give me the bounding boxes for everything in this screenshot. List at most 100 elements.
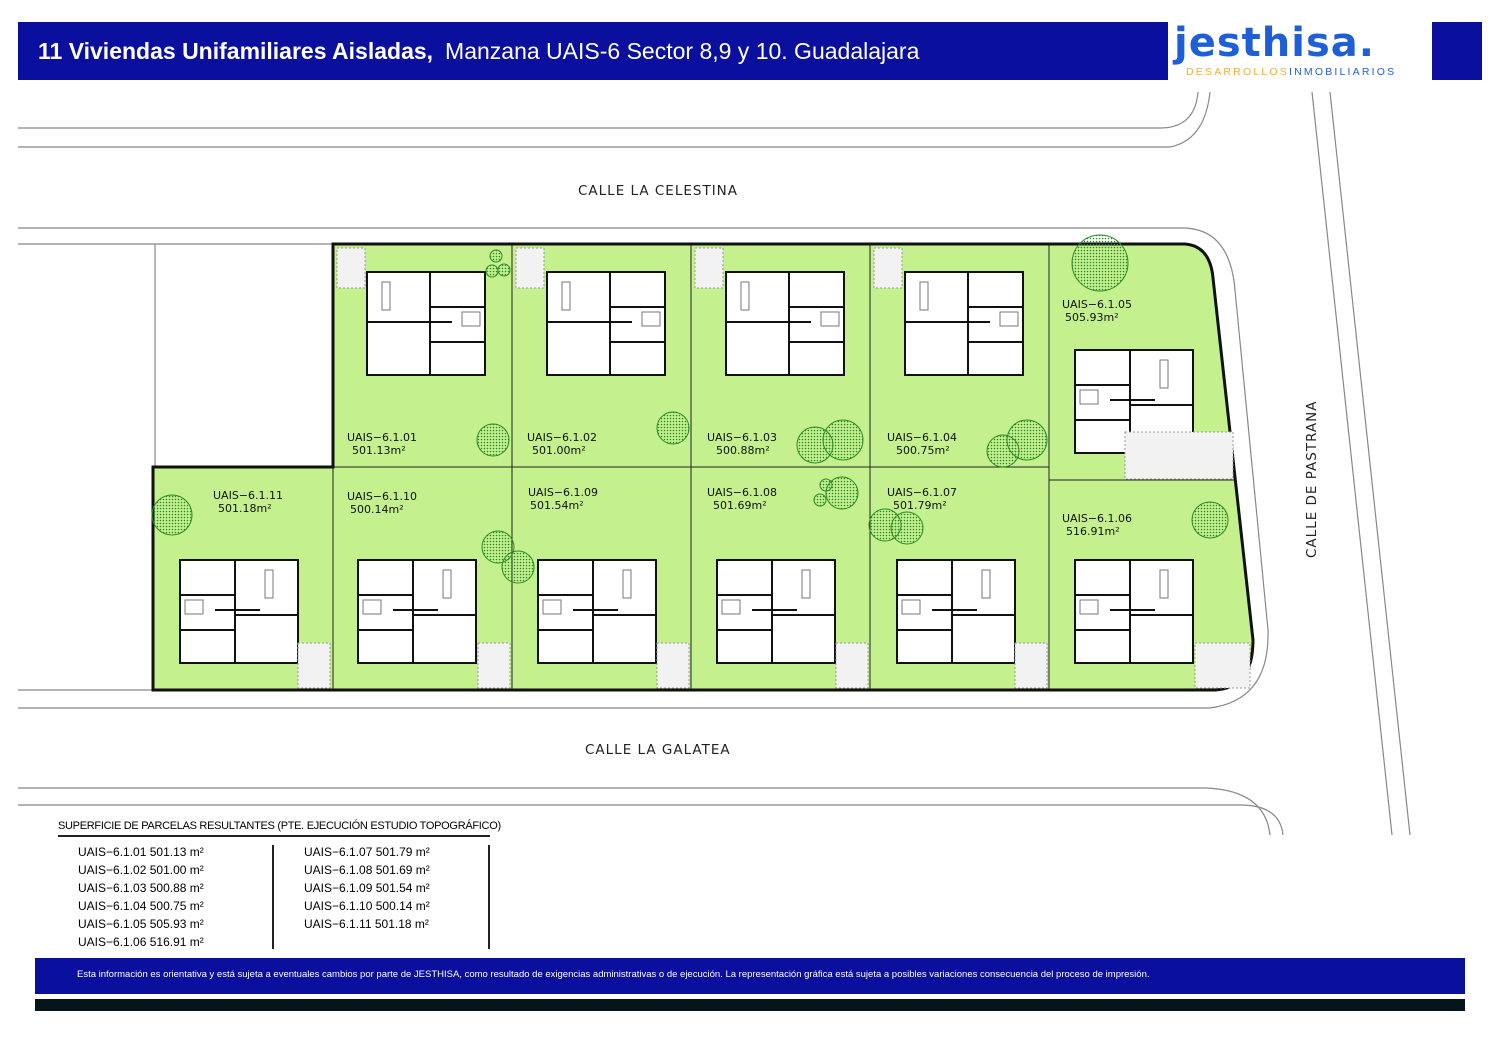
table-row: UAIS−6.1.04 500.75 m² [78, 897, 204, 915]
tree-icon [485, 264, 499, 278]
row-id: UAIS−6.1.04 [78, 899, 147, 913]
terrace [694, 247, 724, 289]
row-area: 501.69 [375, 863, 413, 877]
parcel-labels: UAIS−6.1.01 501.13m² UAIS−6.1.02 501.00m… [213, 298, 1132, 538]
title-rest: Manzana UAIS-6 Sector 8,9 y 10. Guadalaj… [445, 37, 920, 64]
row-unit: m² [189, 881, 204, 895]
terrace [336, 247, 366, 289]
parcel-area: 501.13m² [352, 444, 406, 457]
terrace [1014, 642, 1048, 689]
terrace [1194, 642, 1251, 689]
table-row: UAIS−6.1.08 501.69 m² [304, 861, 430, 879]
street-north: CALLE LA CELESTINA [578, 183, 738, 199]
row-id: UAIS−6.1.02 [78, 863, 147, 877]
parcel-area: 500.14m² [350, 503, 404, 516]
table-row: UAIS−6.1.06 516.91 m² [78, 933, 204, 951]
tree-icon [497, 263, 511, 277]
table-rule [58, 835, 490, 837]
row-id: UAIS−6.1.06 [78, 935, 147, 949]
row-unit: m² [415, 863, 430, 877]
parcel-area: 501.54m² [530, 499, 584, 512]
house-floorplan [179, 559, 299, 664]
house-floorplan [1074, 559, 1194, 664]
parcel-label: UAIS−6.1.08 [707, 486, 777, 499]
house-floorplan [366, 271, 486, 376]
house-floorplan [896, 559, 1016, 664]
tree-icon [481, 530, 515, 564]
terrace [656, 642, 690, 689]
parcel-area: 501.69m² [713, 499, 767, 512]
terrace [515, 247, 545, 289]
terrace [835, 642, 869, 689]
street-east: CALLE DE PASTRANA [1304, 401, 1320, 558]
row-area: 516.91 [149, 935, 187, 949]
terrace [873, 247, 903, 289]
row-area: 500.75 [149, 899, 187, 913]
logo-sub-a: DESARROLLOS [1186, 66, 1289, 78]
parcel-area: 516.91m² [1066, 525, 1120, 538]
row-area: 500.14 [375, 899, 413, 913]
road-lines [18, 91, 1411, 836]
row-id: UAIS−6.1.05 [78, 917, 147, 931]
row-id: UAIS−6.1.10 [304, 899, 373, 913]
tree-icon [1191, 501, 1229, 539]
row-area: 500.88 [149, 881, 187, 895]
row-area: 501.00 [149, 863, 187, 877]
title-banner: 11 Viviendas Unifamiliares Aisladas, Man… [18, 22, 1168, 80]
parcel-label: UAIS−6.1.03 [707, 431, 777, 444]
footer-bar [35, 999, 1465, 1011]
tree-icon [476, 423, 510, 457]
parcel-area: 501.00m² [532, 444, 586, 457]
disclaimer-banner: Esta información es orientativa y está s… [35, 958, 1465, 994]
table-row: UAIS−6.1.05 505.93 m² [78, 915, 204, 933]
table-row: UAIS−6.1.11 501.18 m² [304, 915, 430, 933]
table-row: UAIS−6.1.10 500.14 m² [304, 897, 430, 915]
row-unit: m² [189, 935, 204, 949]
table-row: UAIS−6.1.03 500.88 m² [78, 879, 204, 897]
disclaimer-text: Esta información es orientativa y está s… [77, 969, 1150, 980]
house-floorplan [904, 271, 1024, 376]
parcel-area: 501.79m² [893, 499, 947, 512]
tree-icon [825, 476, 859, 510]
parcel-label: UAIS−6.1.07 [887, 486, 957, 499]
title-bold: 11 Viviendas Unifamiliares Aisladas, [38, 37, 434, 64]
row-id: UAIS−6.1.01 [78, 845, 147, 859]
parcel-label: UAIS−6.1.04 [887, 431, 957, 444]
row-unit: m² [414, 917, 429, 931]
parcel-label: UAIS−6.1.05 [1062, 298, 1132, 311]
tree-icon [501, 550, 535, 584]
table-title: SUPERFICIE DE PARCELAS RESULTANTES (PTE.… [58, 820, 501, 832]
row-area: 505.93 [149, 917, 187, 931]
tree-icon [151, 494, 193, 536]
row-id: UAIS−6.1.07 [304, 845, 373, 859]
table-divider [272, 845, 274, 949]
parcel-area: 500.75m² [896, 444, 950, 457]
house-floorplan [546, 271, 666, 376]
table-row: UAIS−6.1.01 501.13 m² [78, 843, 204, 861]
house-floorplan [537, 559, 657, 664]
tree-icon [890, 511, 924, 545]
parcel-label: UAIS−6.1.09 [528, 486, 598, 499]
row-unit: m² [415, 881, 430, 895]
row-unit: m² [189, 917, 204, 931]
row-unit: m² [189, 899, 204, 913]
terrace [1124, 431, 1234, 480]
parcel-label: UAIS−6.1.01 [347, 431, 417, 444]
logo-sub-b: INMOBILIARIOS [1288, 66, 1397, 78]
houses [179, 247, 1251, 689]
tree-icon [1006, 419, 1048, 461]
block-outline [151, 242, 1255, 692]
row-unit: m² [189, 863, 204, 877]
tree-icon [813, 493, 827, 507]
trees [151, 234, 1229, 584]
logo-subtitle: DESARROLLOSINMOBILIARIOS [1186, 66, 1396, 78]
jesthisa-logo: jesthisa. DESARROLLOSINMOBILIARIOS [1168, 22, 1430, 80]
tree-icon [656, 411, 690, 445]
row-area: 501.54 [375, 881, 413, 895]
tree-icon [819, 478, 833, 492]
tree-icon [489, 249, 503, 263]
parcel-area: 500.88m² [716, 444, 770, 457]
